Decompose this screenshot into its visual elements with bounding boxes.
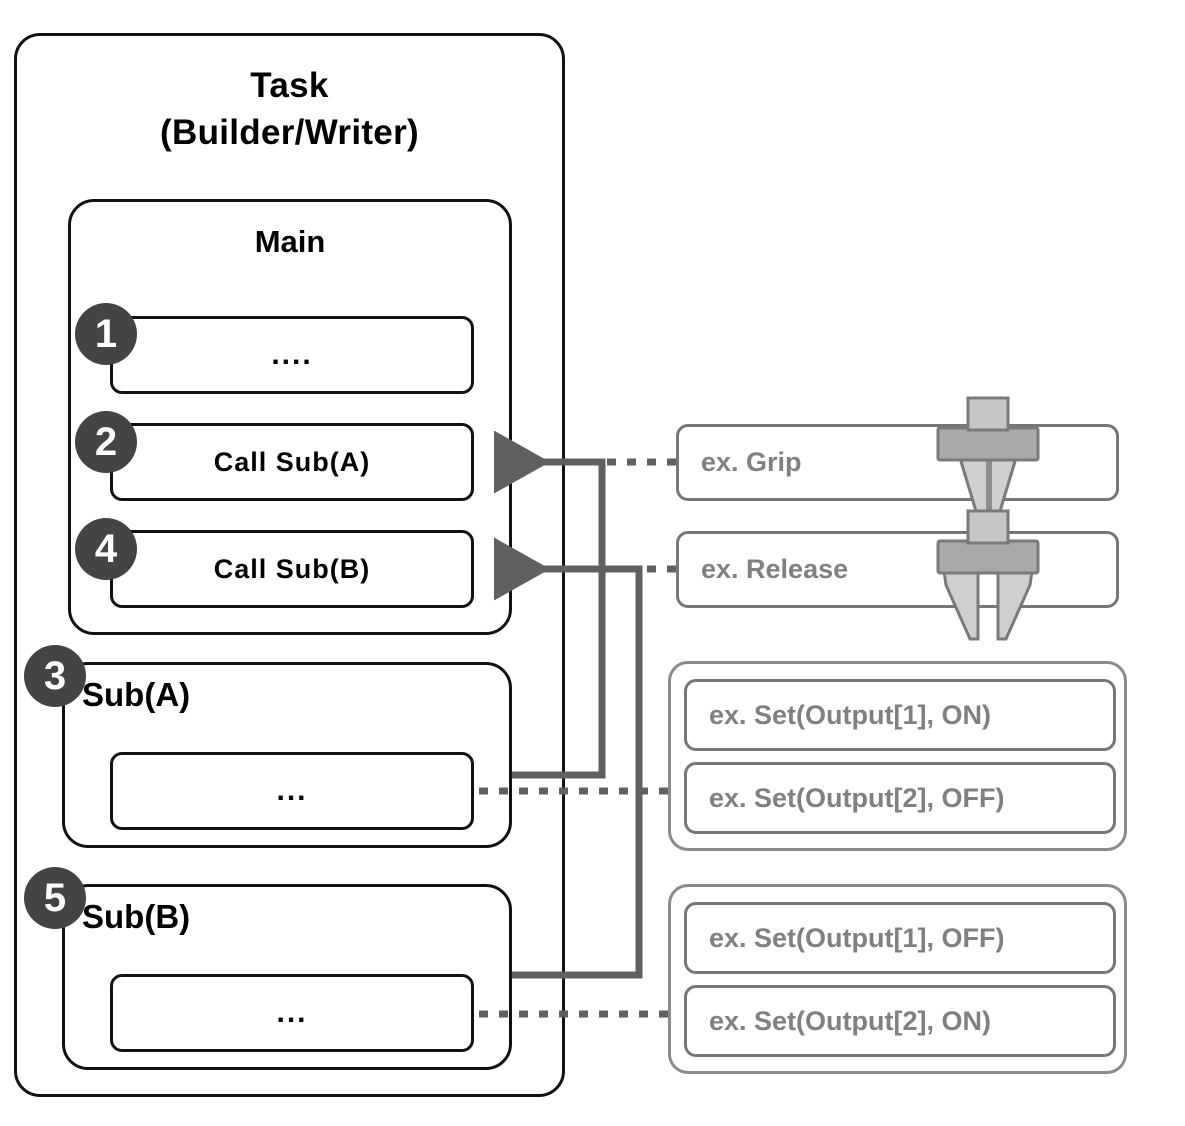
output-row-1-2[interactable]: ex. Set(Output[2], OFF) bbox=[684, 762, 1116, 834]
gripper-open-icon bbox=[936, 509, 1040, 641]
action-release-text: ex. Release bbox=[701, 554, 849, 584]
gripper-closed-icon bbox=[936, 396, 1040, 526]
output-2-1-text: ex. Set(Output[1], OFF) bbox=[709, 922, 1005, 953]
step-badge-2: 2 bbox=[75, 411, 137, 473]
sub-a-label: Sub(A) bbox=[82, 676, 191, 713]
step-badge-4: 4 bbox=[75, 518, 137, 580]
call-sub-a-text: Call Sub(A) bbox=[213, 446, 371, 477]
output-row-2-2[interactable]: ex. Set(Output[2], ON) bbox=[684, 985, 1116, 1057]
step-badge-5: 5 bbox=[24, 867, 86, 929]
sub-b-label: Sub(B) bbox=[82, 898, 191, 935]
call-sub-b-text: Call Sub(B) bbox=[213, 553, 371, 584]
sub-b-body-row[interactable]: ... bbox=[110, 974, 474, 1052]
task-title-line1: Task bbox=[250, 66, 329, 105]
main-step-row-2[interactable]: Call Sub(A) bbox=[110, 423, 474, 501]
main-step-row-1[interactable]: .... bbox=[110, 316, 474, 394]
main-step-row-4[interactable]: Call Sub(B) bbox=[110, 530, 474, 608]
sub-a-body-text: ... bbox=[276, 774, 308, 807]
output-row-2-1[interactable]: ex. Set(Output[1], OFF) bbox=[684, 902, 1116, 974]
main-step-1-text: .... bbox=[271, 338, 313, 371]
action-box-release[interactable]: ex. Release bbox=[676, 531, 1119, 608]
output-2-2-text: ex. Set(Output[2], ON) bbox=[709, 1005, 991, 1036]
step-badge-1: 1 bbox=[75, 303, 137, 365]
action-grip-text: ex. Grip bbox=[701, 447, 802, 477]
action-box-grip[interactable]: ex. Grip bbox=[676, 424, 1119, 501]
output-1-1-text: ex. Set(Output[1], ON) bbox=[709, 699, 991, 730]
main-label: Main bbox=[254, 224, 326, 259]
sub-a-body-row[interactable]: ... bbox=[110, 752, 474, 830]
step-badge-3: 3 bbox=[24, 645, 86, 707]
output-1-2-text: ex. Set(Output[2], OFF) bbox=[709, 782, 1005, 813]
task-title-line2: (Builder/Writer) bbox=[160, 113, 419, 152]
sub-b-body-text: ... bbox=[276, 996, 308, 1029]
output-row-1-1[interactable]: ex. Set(Output[1], ON) bbox=[684, 679, 1116, 751]
